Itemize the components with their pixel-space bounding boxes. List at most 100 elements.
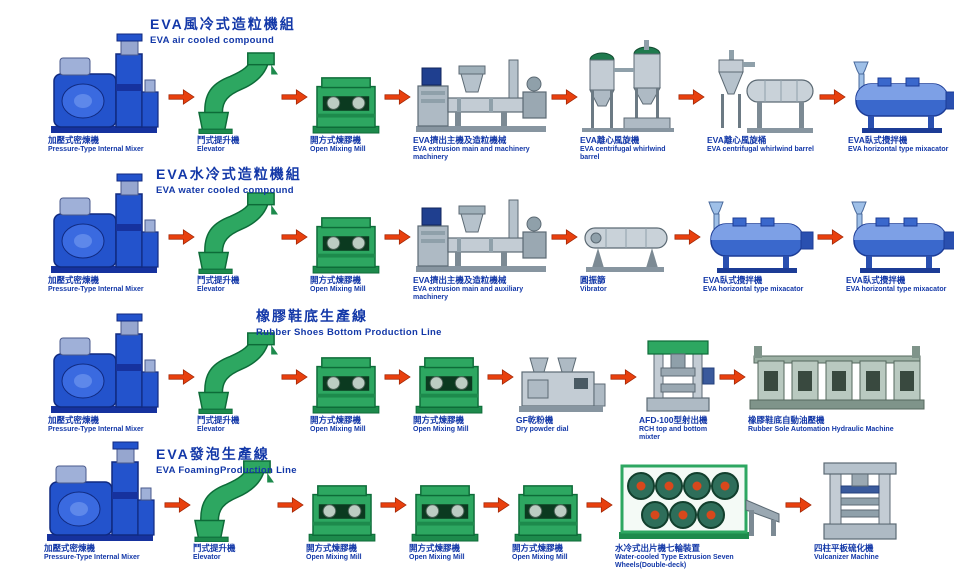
flow-arrow-icon xyxy=(719,368,746,386)
machine-label-en: EVA horizontal type mixacator xyxy=(846,285,947,293)
mill-icon xyxy=(310,214,382,274)
flow-arrow-icon xyxy=(168,228,195,246)
machine-label-zh: AFD-100型射出機 xyxy=(639,415,708,425)
flow-arrow-icon xyxy=(281,88,308,106)
machine-label-en: EVA centrifugal whirlwind barrel xyxy=(580,145,666,161)
row-title-en: EVA water cooled compound xyxy=(156,185,294,196)
machine-label-en: Elevator xyxy=(197,285,225,293)
machine-label-zh: EVA擠出主機及造粒機械 xyxy=(413,275,507,285)
production-line-row-4: EVA發泡生產線 EVA FoamingProduction Line 加壓式密煉機… xyxy=(0,442,954,570)
machine-label-zh: 加壓式密煉機 xyxy=(48,135,100,145)
flow-arrow-icon xyxy=(817,228,844,246)
elevator-icon xyxy=(197,192,279,274)
flow-arrow-icon xyxy=(586,496,613,514)
machine-label-zh: 開方式煉膠機 xyxy=(512,543,564,553)
elevator-icon xyxy=(197,52,279,134)
machine-label-zh: 圓振篩 xyxy=(580,275,606,285)
row-title: EVA發泡生產線 EVA FoamingProduction Line xyxy=(156,444,297,476)
row-title-en: Rubber Shoes Bottom Production Line xyxy=(256,327,442,338)
row-title-zh: EVA風冷式造粒機組 xyxy=(150,16,296,32)
seven-wheels-icon xyxy=(615,458,783,542)
machine-label-zh: 開方式煉膠機 xyxy=(310,415,362,425)
machine-label-en: Open Mixing Mill xyxy=(409,553,465,561)
machine-label-zh: 鬥式提升機 xyxy=(197,135,240,145)
machine-label-zh: EVA離心風旋機 xyxy=(580,135,640,145)
machine-label-en: Open Mixing Mill xyxy=(306,553,362,561)
flow-arrow-icon xyxy=(384,88,411,106)
machine-label-en: Open Mixing Mill xyxy=(310,285,366,293)
flow-arrow-icon xyxy=(277,496,304,514)
row-title-en: EVA air cooled compound xyxy=(150,35,275,46)
mill-icon xyxy=(512,482,584,542)
internal-mixer-icon xyxy=(48,32,166,134)
row-title-zh: 橡膠鞋底生產線 xyxy=(256,308,368,324)
hydraulic-icon xyxy=(748,344,926,414)
row-title-en: EVA FoamingProduction Line xyxy=(156,465,297,476)
machine-label-en: Rubber Sole Automation Hydraulic Machine xyxy=(748,425,894,433)
machine-label-en: EVA horizontal type mixacator xyxy=(848,145,949,153)
machine-label-zh: 開方式煉膠機 xyxy=(306,543,358,553)
flow-arrow-icon xyxy=(487,368,514,386)
mill-icon xyxy=(409,482,481,542)
flow-arrow-icon xyxy=(785,496,812,514)
flow-arrow-icon xyxy=(281,368,308,386)
machine-label-en: Open Mixing Mill xyxy=(413,425,469,433)
flow-arrow-icon xyxy=(281,228,308,246)
machine-label-zh: EVA臥式攪拌機 xyxy=(703,275,763,285)
mill-icon xyxy=(310,354,382,414)
internal-mixer-icon xyxy=(44,440,162,542)
machine-label-zh: 加壓式密煉機 xyxy=(48,415,100,425)
vulcanizer-icon xyxy=(814,462,906,542)
machine-label-en: Elevator xyxy=(197,145,225,153)
horizontal-mixer-icon xyxy=(846,200,954,274)
machine-label-zh: 開方式煉膠機 xyxy=(413,415,465,425)
machine-label-zh: 加壓式密煉機 xyxy=(48,275,100,285)
machine-label-zh: 加壓式密煉機 xyxy=(44,543,96,553)
machine-label-zh: 開方式煉膠機 xyxy=(310,135,362,145)
machine-label-zh: 四柱平板硫化機 xyxy=(814,543,874,553)
flow-arrow-icon xyxy=(168,368,195,386)
machine-label-zh: EVA擠出主機及造粒機械 xyxy=(413,135,507,145)
flow-arrow-icon xyxy=(819,88,846,106)
row-title: 橡膠鞋底生產線 Rubber Shoes Bottom Production Li… xyxy=(256,306,442,338)
row-title-zh: EVA發泡生產線 xyxy=(156,446,270,462)
